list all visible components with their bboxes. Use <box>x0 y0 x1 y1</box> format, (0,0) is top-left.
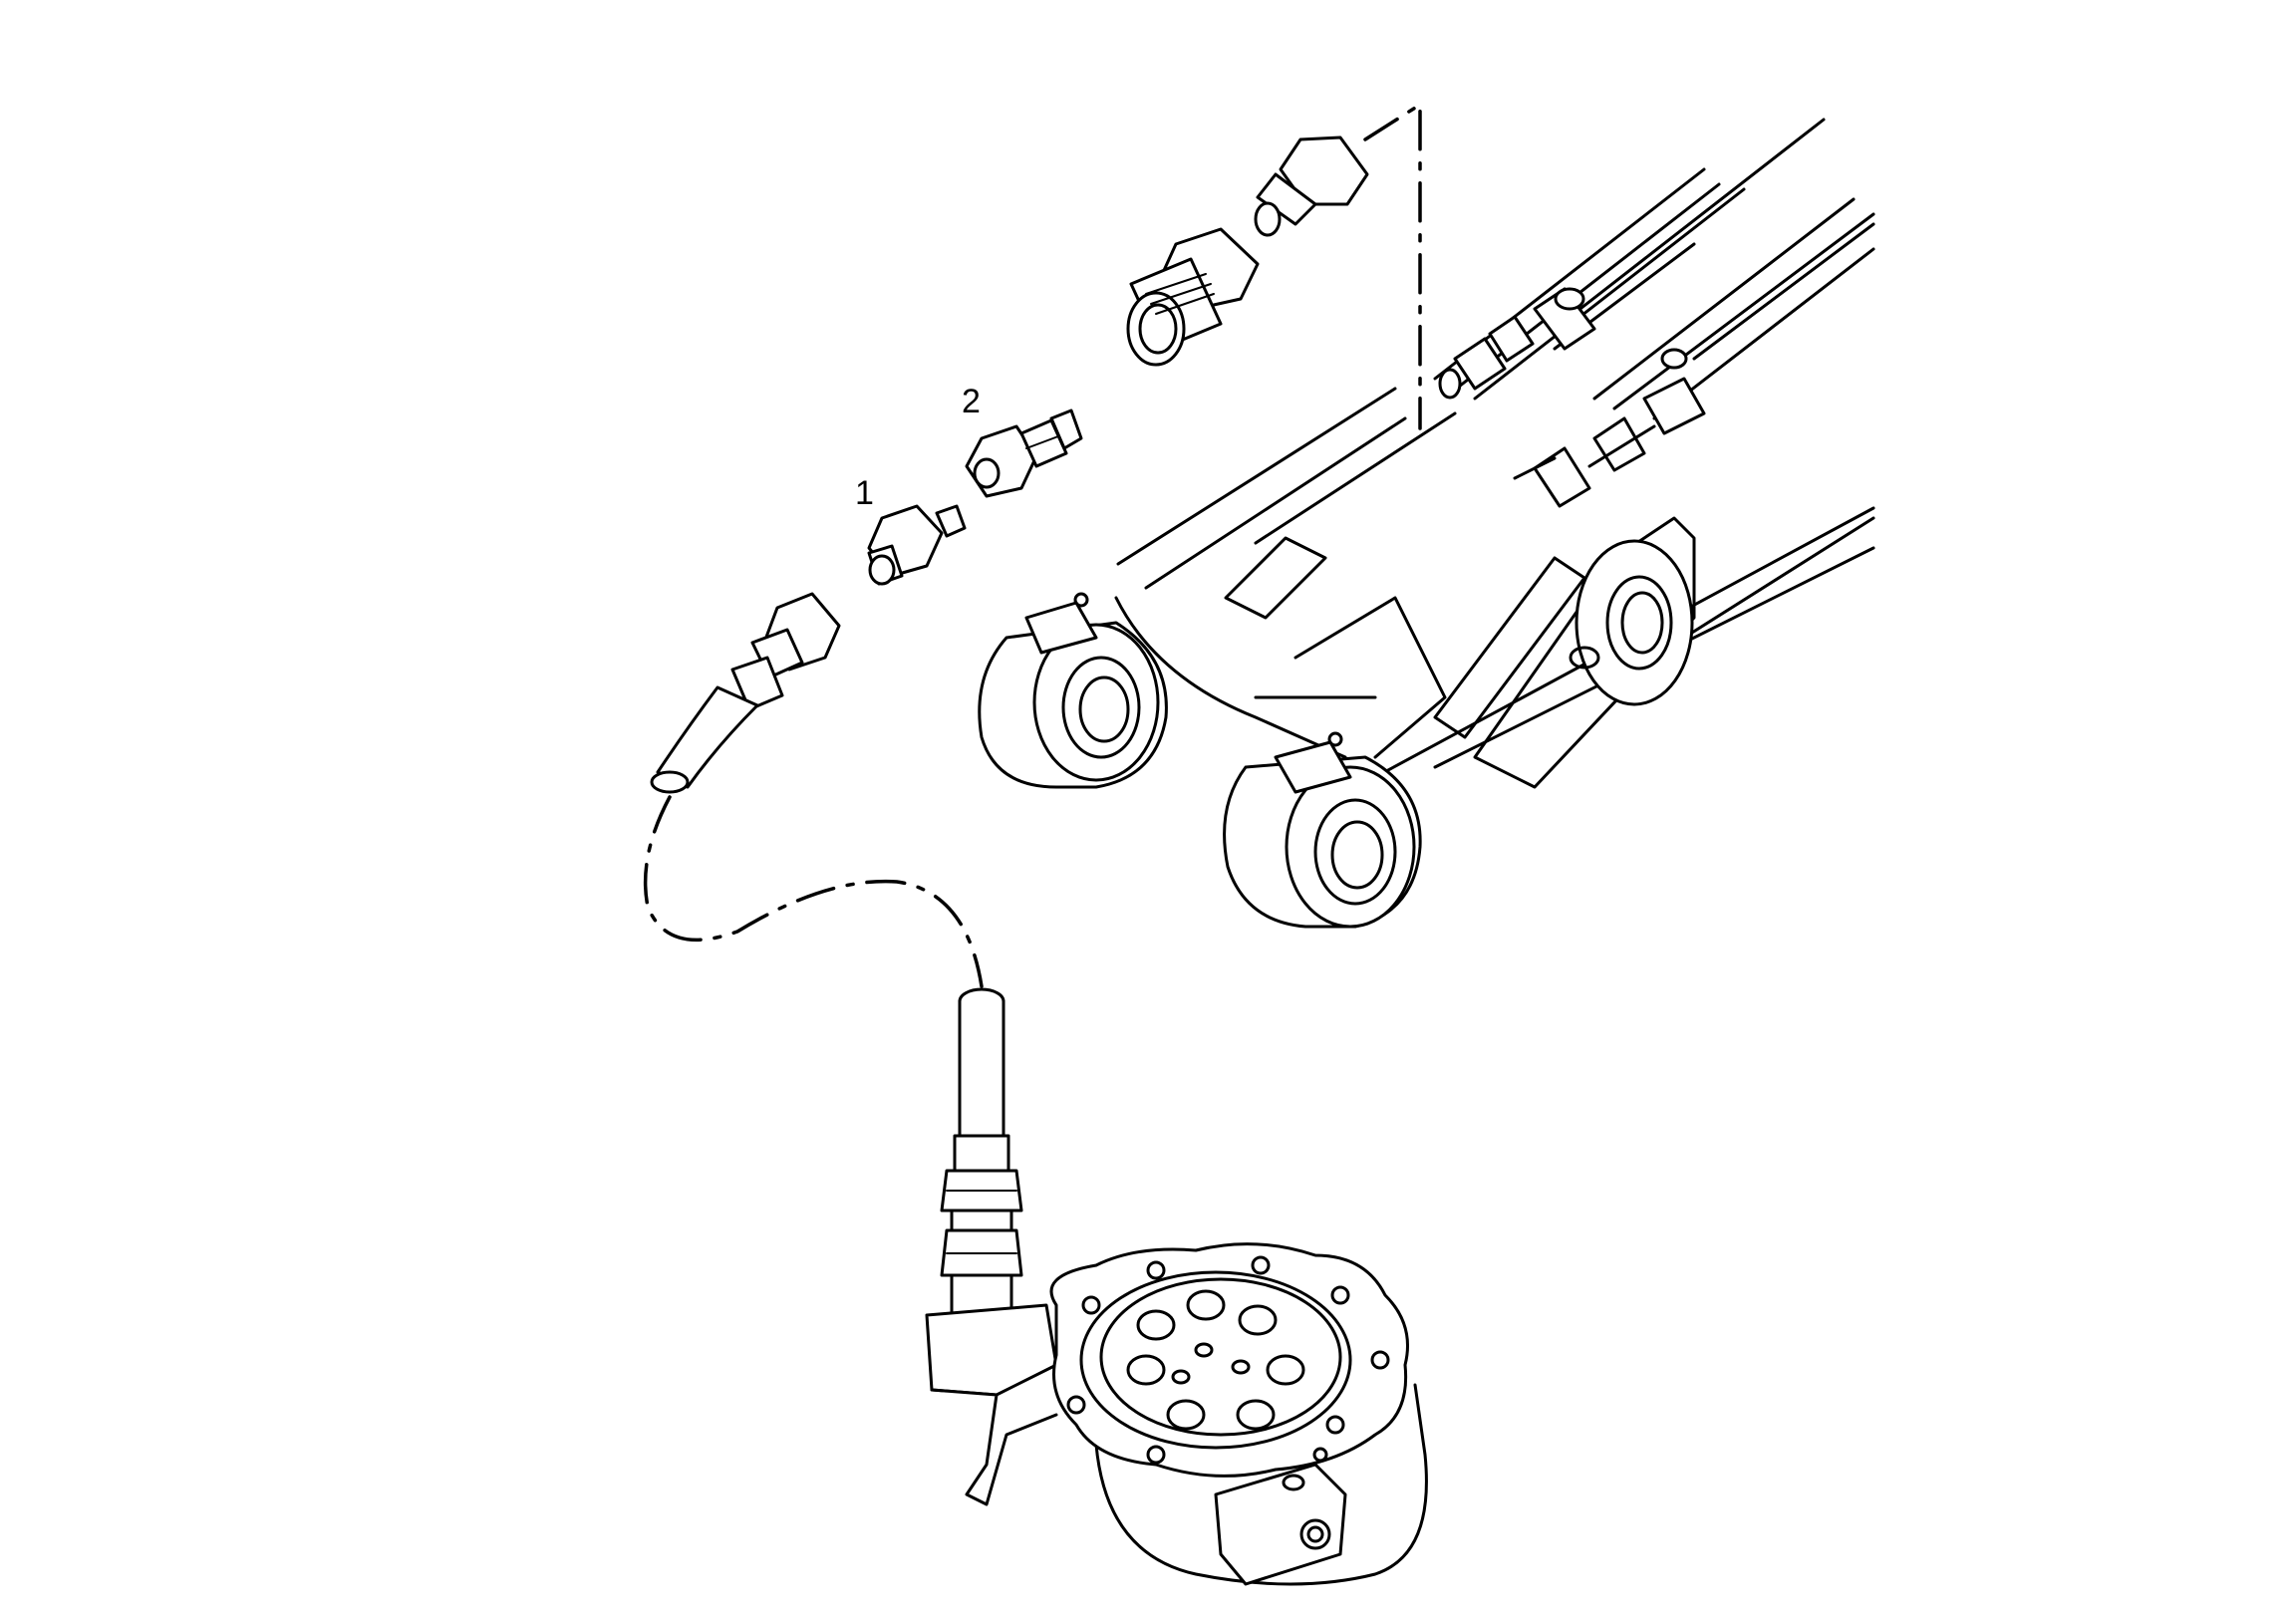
alignment-line-upper <box>1363 101 1422 430</box>
callout-part-1: 1 <box>855 474 874 512</box>
hose-route-line <box>643 795 984 988</box>
boom-arm <box>978 118 1875 929</box>
coupling-fitting-upper <box>1254 135 1369 237</box>
swivel-base <box>925 1242 1428 1586</box>
quick-coupler <box>1126 227 1260 367</box>
hose-lower-end <box>940 987 1023 1317</box>
part-1-fitting <box>867 504 967 586</box>
part-2-adapter <box>965 408 1083 498</box>
hose-upper-end <box>650 592 841 794</box>
callout-part-2: 2 <box>962 383 981 420</box>
